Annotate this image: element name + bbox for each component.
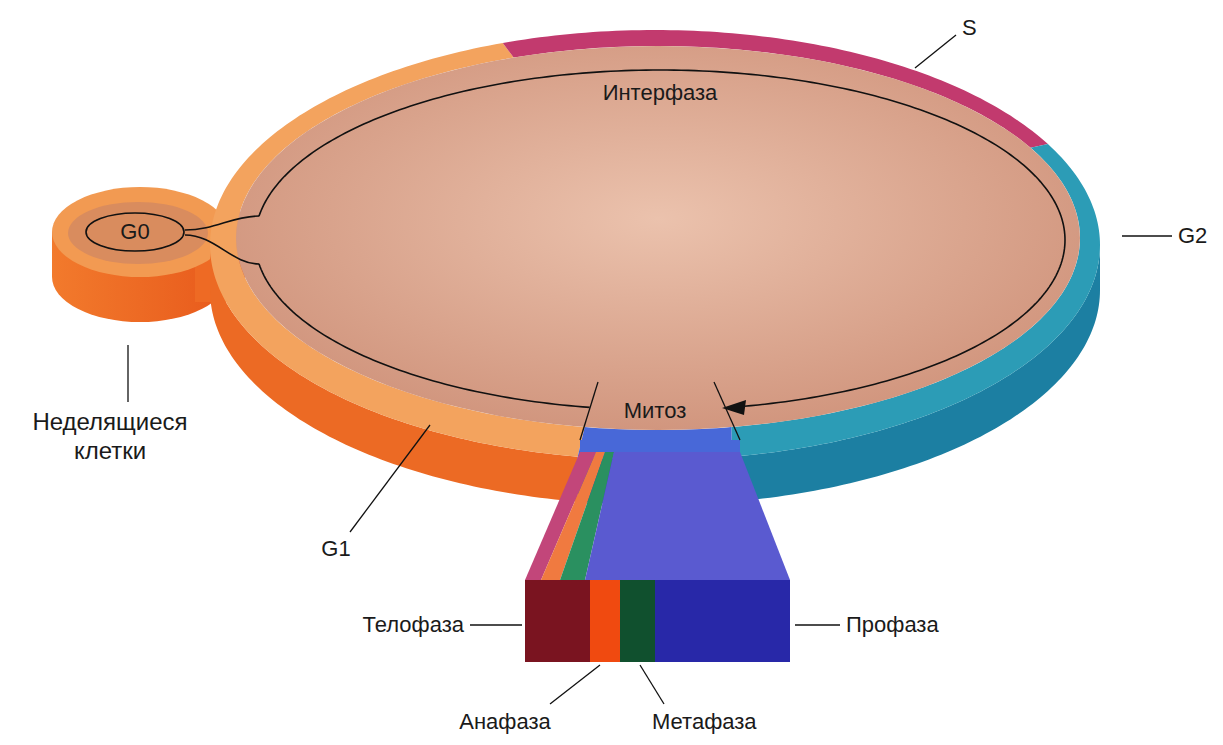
leader-line [1122,235,1172,236]
mitosis-fan-line [714,382,740,440]
leader-lines [128,35,1172,704]
metaphase-front [620,580,655,662]
g0-loop [86,213,184,251]
cycle-loop [259,264,590,408]
phase-label: Митоз [624,398,687,424]
node-label: Интерфаза [603,80,718,105]
leader-line [350,425,430,532]
interphase-loop: Интерфаза [255,70,1065,410]
node-label: G0 [120,219,149,244]
g0-rim [52,187,228,277]
mitosis-stage-label: Профаза [846,612,939,638]
ring-floor [236,46,1080,430]
leader-line [915,35,956,68]
mitosis-stage-label: Телофаза [363,612,464,638]
cycle-ring [210,30,1100,505]
leader-line [640,665,664,704]
g0-loop-line [185,235,259,264]
mitosis-stage-label: Анафаза [459,709,550,735]
phase-label: G2 [1178,223,1207,249]
anaphase-front [590,580,620,662]
cell-state-label: Неделящиеся клетки [20,408,200,466]
leader-line [795,624,840,625]
mitosis-block [525,440,790,662]
prophase-top [585,452,790,580]
prophase-front [655,580,790,662]
g0-loop-line [185,216,259,230]
telophase-front [525,580,590,662]
mitosis-stage-label: Метафаза [652,709,757,735]
mitosis-band [580,440,740,452]
g0-floor [68,202,208,264]
mitosis-fan-line [580,382,598,440]
node-outline [255,70,1065,410]
phase-label: G1 [321,536,350,562]
cycle-loop [259,70,1065,406]
g0-ellipse: G0 [85,212,185,252]
phase-label: S [962,15,977,41]
leader-line [550,665,600,704]
leader-line [127,345,128,402]
g0-loop-lines [185,216,259,264]
leader-line [470,624,522,625]
